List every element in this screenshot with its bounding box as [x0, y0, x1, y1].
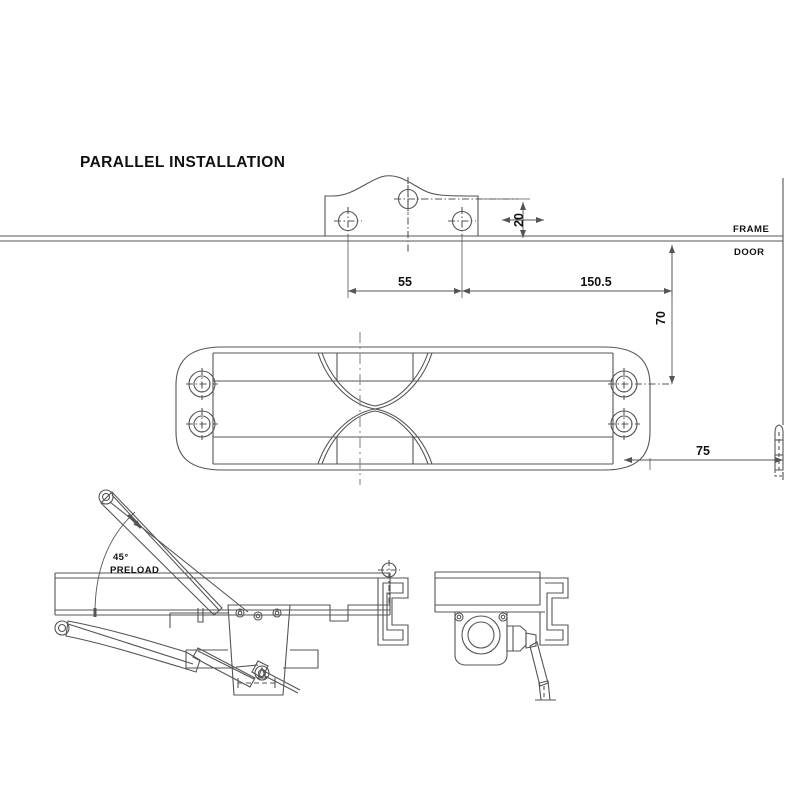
page-title: PARALLEL INSTALLATION: [80, 154, 285, 171]
drawing-geometry: PARALLEL INSTALLATION FRAME DOOR: [0, 154, 784, 701]
arm-linkage-upper: [109, 501, 249, 613]
dimension-extension-lines: [347, 235, 673, 298]
dimension-75: [624, 457, 783, 470]
closer-body-plan: [175, 332, 672, 485]
dimension-75-value: 75: [696, 444, 710, 458]
section-closer-body: [454, 611, 556, 701]
arm-preload-position: [98, 489, 223, 616]
dimension-70-value: 70: [654, 311, 668, 325]
door-label: DOOR: [734, 247, 765, 258]
bracket-hole-right: [448, 207, 476, 235]
closer-body-shelf: [169, 604, 390, 669]
closer-center-recess: [317, 352, 433, 465]
dimension-150-5-value: 150.5: [580, 275, 611, 289]
arm-piston-rod: [192, 647, 301, 694]
preload-angle-label: 45°: [113, 552, 129, 563]
left-c-channel: [377, 577, 409, 646]
closer-hole-right-bottom: [608, 408, 640, 440]
arm-assembly-view: 45° PRELOAD: [54, 489, 391, 696]
bracket-hole-left: [334, 207, 362, 235]
frame-label: FRAME: [733, 224, 769, 235]
arm-installed-position: [54, 620, 201, 673]
frame-door-reference-lines: [0, 235, 783, 242]
section-pivot-marker: [378, 560, 400, 605]
hinge-pin-detail: [774, 424, 784, 477]
arm-mounting-plate: [227, 604, 291, 696]
closer-hole-left-top: [186, 368, 218, 400]
preload-arc: [94, 511, 136, 614]
right-c-channel: [539, 577, 569, 646]
closer-section-detail: [377, 560, 569, 701]
dimension-55-value: 55: [398, 275, 412, 289]
section-rail: [434, 571, 545, 613]
dimension-20-value: 20: [512, 213, 526, 227]
dimension-20: [478, 198, 544, 242]
closer-hole-left-bottom: [186, 408, 218, 440]
closer-hole-right-top: [608, 368, 672, 400]
frame-rail-profile: [54, 572, 391, 616]
preload-text-label: PRELOAD: [110, 565, 159, 576]
